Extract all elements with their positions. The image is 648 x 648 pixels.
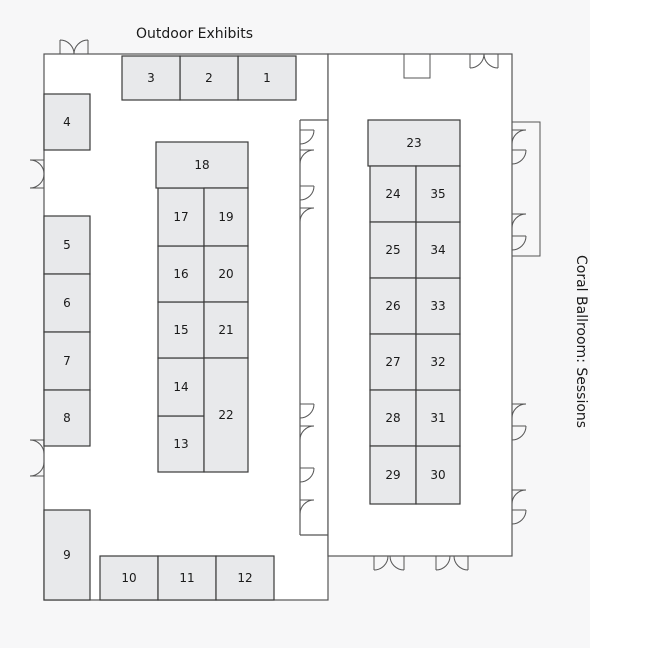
- door-icon: [29, 439, 45, 477]
- booth-21[interactable]: 21: [203, 301, 249, 359]
- booth-30[interactable]: 30: [415, 445, 461, 505]
- booth-box[interactable]: [415, 333, 461, 391]
- booth-35[interactable]: 35: [415, 165, 461, 223]
- booth-box[interactable]: [43, 389, 91, 447]
- door-icon: [59, 39, 89, 55]
- booth-16[interactable]: 16: [157, 245, 205, 303]
- booth-box[interactable]: [157, 301, 205, 359]
- booth-box[interactable]: [369, 165, 417, 223]
- booth-box[interactable]: [203, 245, 249, 303]
- booth-box[interactable]: [369, 333, 417, 391]
- booth-box[interactable]: [157, 555, 217, 601]
- booth-box[interactable]: [43, 273, 91, 333]
- booth-box[interactable]: [203, 301, 249, 359]
- outdoor-exhibits-label: Outdoor Exhibits: [136, 26, 253, 42]
- door-icon: [403, 54, 431, 79]
- booth-33[interactable]: 33: [415, 277, 461, 335]
- booth-box[interactable]: [43, 93, 91, 151]
- booth-25[interactable]: 25: [369, 221, 417, 279]
- booth-15[interactable]: 15: [157, 301, 205, 359]
- booth-box[interactable]: [369, 277, 417, 335]
- booth-28[interactable]: 28: [369, 389, 417, 447]
- booth-box[interactable]: [415, 221, 461, 279]
- booth-box[interactable]: [43, 331, 91, 391]
- door-icon: [435, 555, 469, 571]
- booth-31[interactable]: 31: [415, 389, 461, 447]
- booth-12[interactable]: 12: [215, 555, 275, 601]
- booth-29[interactable]: 29: [369, 445, 417, 505]
- door-icon: [511, 213, 527, 251]
- ballroom-label: Coral Ballroom: Sessions: [573, 255, 589, 428]
- booth-box[interactable]: [415, 277, 461, 335]
- booth-box[interactable]: [155, 141, 249, 189]
- booth-box[interactable]: [121, 55, 181, 101]
- ballroom-wall-segment: [511, 121, 541, 257]
- door-icon: [299, 403, 315, 441]
- booth-box[interactable]: [203, 187, 249, 247]
- booth-17[interactable]: 17: [157, 187, 205, 247]
- booth-box[interactable]: [43, 215, 91, 275]
- door-icon: [373, 555, 405, 571]
- booth-5[interactable]: 5: [43, 215, 91, 275]
- booth-9[interactable]: 9: [43, 509, 91, 601]
- booth-6[interactable]: 6: [43, 273, 91, 333]
- booth-box[interactable]: [369, 445, 417, 505]
- booth-box[interactable]: [179, 55, 239, 101]
- door-icon: [299, 185, 315, 223]
- booth-24[interactable]: 24: [369, 165, 417, 223]
- door-icon: [511, 489, 527, 525]
- booth-box[interactable]: [99, 555, 159, 601]
- door-icon: [299, 467, 315, 515]
- booth-box[interactable]: [415, 445, 461, 505]
- booth-box[interactable]: [367, 119, 461, 167]
- booth-20[interactable]: 20: [203, 245, 249, 303]
- booth-34[interactable]: 34: [415, 221, 461, 279]
- booth-14[interactable]: 14: [157, 357, 205, 417]
- doors: [29, 39, 541, 571]
- booth-box[interactable]: [237, 55, 297, 101]
- booth-19[interactable]: 19: [203, 187, 249, 247]
- booth-7[interactable]: 7: [43, 331, 91, 391]
- booth-32[interactable]: 32: [415, 333, 461, 391]
- booth-box[interactable]: [369, 389, 417, 447]
- booth-27[interactable]: 27: [369, 333, 417, 391]
- booth-box[interactable]: [415, 389, 461, 447]
- booth-box[interactable]: [43, 509, 91, 601]
- booth-2[interactable]: 2: [179, 55, 239, 101]
- booth-box[interactable]: [157, 357, 205, 417]
- booth-box[interactable]: [415, 165, 461, 223]
- booth-4[interactable]: 4: [43, 93, 91, 151]
- door-icon: [511, 403, 527, 441]
- booth-13[interactable]: 13: [157, 415, 205, 473]
- booth-box[interactable]: [215, 555, 275, 601]
- door-icon: [299, 129, 315, 165]
- booth-3[interactable]: 3: [121, 55, 181, 101]
- booth-18[interactable]: 18: [155, 141, 249, 189]
- door-icon: [29, 159, 45, 189]
- booth-10[interactable]: 10: [99, 555, 159, 601]
- booth-22[interactable]: 22: [203, 357, 249, 473]
- booth-box[interactable]: [157, 187, 205, 247]
- booth-11[interactable]: 11: [157, 555, 217, 601]
- booth-26[interactable]: 26: [369, 277, 417, 335]
- door-icon: [469, 53, 499, 69]
- booth-box[interactable]: [157, 415, 205, 473]
- booth-box[interactable]: [369, 221, 417, 279]
- booth-1[interactable]: 1: [237, 55, 297, 101]
- booth-23[interactable]: 23: [367, 119, 461, 167]
- booth-box[interactable]: [203, 357, 249, 473]
- booth-box[interactable]: [157, 245, 205, 303]
- booth-8[interactable]: 8: [43, 389, 91, 447]
- door-icon: [511, 129, 527, 165]
